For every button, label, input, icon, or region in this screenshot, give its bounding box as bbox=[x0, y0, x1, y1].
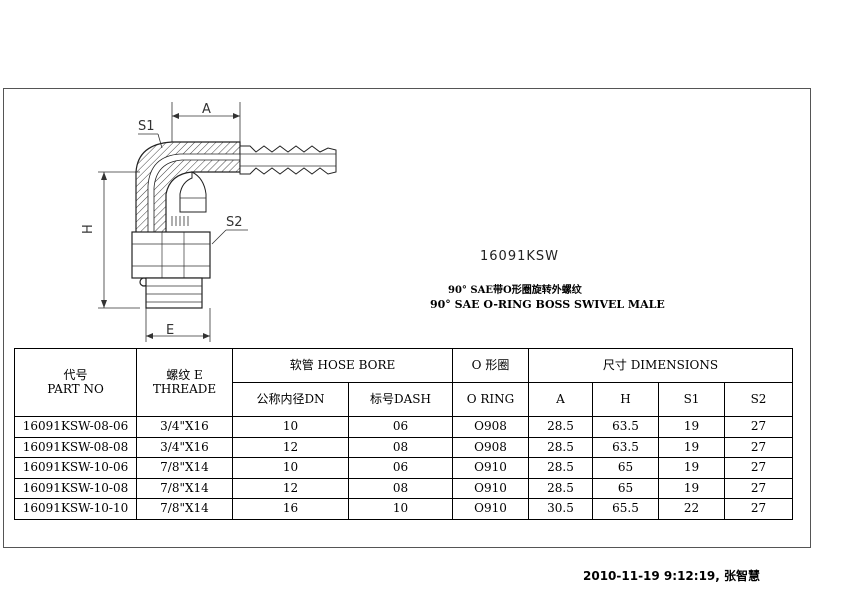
cell-dn: 12 bbox=[232, 436, 349, 459]
spec-table: 代号 PART NO 螺纹 E THREADE 软管 HOSE BORE O 形… bbox=[14, 347, 793, 520]
cell-oring: O908 bbox=[452, 436, 529, 459]
header-dimensions: 尺寸 DIMENSIONS bbox=[528, 347, 793, 384]
header-part-no-en: PART NO bbox=[47, 381, 104, 396]
table-row: 16091KSW-08-06 3/4"X16 10 06 O908 28.5 6… bbox=[14, 416, 793, 438]
cell-dash: 08 bbox=[348, 436, 453, 459]
cell-part-no: 16091KSW-08-08 bbox=[14, 436, 137, 459]
cell-oring: O910 bbox=[452, 498, 529, 520]
header-thread-en: THREADE bbox=[152, 381, 217, 396]
header-hose-bore: 软管 HOSE BORE bbox=[232, 347, 453, 384]
cell-s1: 19 bbox=[658, 477, 725, 500]
cell-thread: 7/8"X14 bbox=[136, 498, 233, 520]
cell-part-no: 16091KSW-08-06 bbox=[14, 416, 137, 438]
header-dn: 公称内径DN bbox=[232, 382, 349, 418]
header-s1: S1 bbox=[658, 382, 725, 418]
cell-thread: 3/4"X16 bbox=[136, 436, 233, 459]
cell-a: 30.5 bbox=[528, 498, 593, 520]
cell-part-no: 16091KSW-10-06 bbox=[14, 457, 137, 479]
header-dash: 标号DASH bbox=[348, 382, 453, 418]
header-a: A bbox=[528, 382, 593, 418]
cell-thread: 7/8"X14 bbox=[136, 457, 233, 479]
dim-h-label: H bbox=[81, 224, 96, 234]
cell-part-no: 16091KSW-10-10 bbox=[14, 498, 137, 520]
cell-a: 28.5 bbox=[528, 457, 593, 479]
cell-s2: 27 bbox=[724, 498, 793, 520]
cell-dn: 16 bbox=[232, 498, 349, 520]
fitting-drawing: A H E S1 S2 bbox=[81, 102, 337, 342]
cell-s2: 27 bbox=[724, 477, 793, 500]
cell-oring: O908 bbox=[452, 416, 529, 438]
cell-dn: 10 bbox=[232, 457, 349, 479]
cell-s1: 19 bbox=[658, 436, 725, 459]
cell-dash: 06 bbox=[348, 416, 453, 438]
cell-s1: 19 bbox=[658, 416, 725, 438]
cell-dash: 06 bbox=[348, 457, 453, 479]
cell-h: 63.5 bbox=[592, 436, 659, 459]
model-code: 16091KSW bbox=[480, 249, 559, 264]
table-row: 16091KSW-10-08 7/8"X14 12 08 O910 28.5 6… bbox=[14, 477, 793, 500]
cell-part-no: 16091KSW-10-08 bbox=[14, 477, 137, 500]
table-row: 16091KSW-08-08 3/4"X16 12 08 O908 28.5 6… bbox=[14, 436, 793, 459]
header-oring-cn: O 形圈 bbox=[452, 347, 529, 384]
cell-thread: 3/4"X16 bbox=[136, 416, 233, 438]
cell-s2: 27 bbox=[724, 436, 793, 459]
cell-h: 65 bbox=[592, 457, 659, 479]
title-chinese: 90° SAE带O形圈旋转外螺纹 bbox=[448, 285, 582, 296]
cell-s2: 27 bbox=[724, 416, 793, 438]
header-thread: 螺纹 E THREADE bbox=[136, 347, 233, 418]
cell-a: 28.5 bbox=[528, 477, 593, 500]
table-row: 16091KSW-10-10 7/8"X14 16 10 O910 30.5 6… bbox=[14, 498, 793, 520]
drawing-sheet bbox=[3, 88, 811, 548]
cell-thread: 7/8"X14 bbox=[136, 477, 233, 500]
cell-dash: 10 bbox=[348, 498, 453, 520]
cell-a: 28.5 bbox=[528, 436, 593, 459]
cell-s1: 19 bbox=[658, 457, 725, 479]
cell-oring: O910 bbox=[452, 477, 529, 500]
table-row: 16091KSW-10-06 7/8"X14 10 06 O910 28.5 6… bbox=[14, 457, 793, 479]
dim-a-label: A bbox=[202, 102, 211, 117]
cell-dn: 10 bbox=[232, 416, 349, 438]
cell-dash: 08 bbox=[348, 477, 453, 500]
cell-dn: 12 bbox=[232, 477, 349, 500]
dim-s1-label: S1 bbox=[138, 119, 155, 134]
dim-e-label: E bbox=[166, 323, 174, 338]
header-part-no-cn: 代号 bbox=[63, 367, 88, 382]
footer-stamp: 2010-11-19 9:12:19, 张智慧 bbox=[583, 569, 761, 583]
title-english: 90° SAE O-RING BOSS SWIVEL MALE bbox=[430, 298, 665, 311]
cell-s1: 22 bbox=[658, 498, 725, 520]
cell-s2: 27 bbox=[724, 457, 793, 479]
header-s2: S2 bbox=[724, 382, 793, 418]
cell-h: 65.5 bbox=[592, 498, 659, 520]
cell-h: 63.5 bbox=[592, 416, 659, 438]
cell-a: 28.5 bbox=[528, 416, 593, 438]
header-h: H bbox=[592, 382, 659, 418]
header-oring-en: O RING bbox=[452, 382, 529, 418]
header-thread-cn: 螺纹 E bbox=[166, 367, 203, 382]
dim-s2-label: S2 bbox=[226, 215, 243, 230]
cell-h: 65 bbox=[592, 477, 659, 500]
header-part-no: 代号 PART NO bbox=[14, 347, 137, 418]
cell-oring: O910 bbox=[452, 457, 529, 479]
